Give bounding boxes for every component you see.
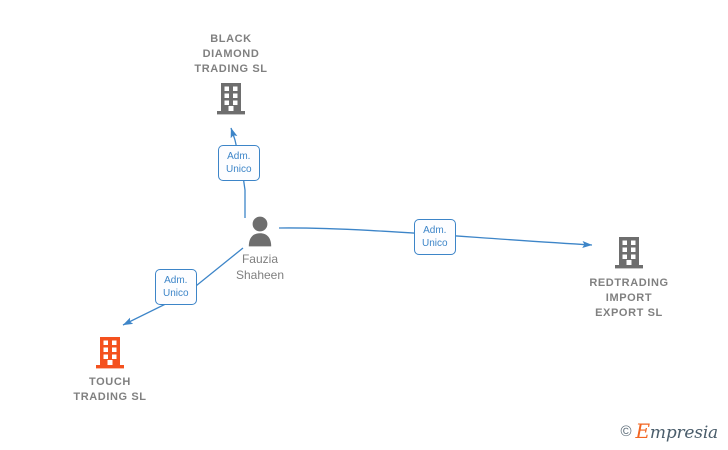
company-node-black-diamond[interactable]: BLACK DIAMOND TRADING SL — [151, 32, 311, 117]
relation-label-touch-trading[interactable]: Adm. Unico — [155, 269, 197, 305]
company-label-black-diamond: BLACK DIAMOND TRADING SL — [194, 33, 268, 75]
building-icon[interactable] — [612, 235, 646, 271]
company-label-touch-trading: TOUCH TRADING SL — [73, 376, 147, 403]
building-icon[interactable] — [214, 81, 248, 117]
person-label-fauzia-shaheen: Fauzia Shaheen — [235, 252, 285, 282]
watermark-empresia: © Empresia — [620, 421, 718, 442]
relation-label-black-diamond[interactable]: Adm. Unico — [218, 145, 260, 181]
building-icon[interactable] — [93, 335, 127, 371]
company-label-redtrading: REDTRADING IMPORT EXPORT SL — [589, 277, 669, 319]
company-node-touch-trading[interactable]: TOUCH TRADING SL — [30, 335, 190, 405]
copyright-icon: © — [620, 423, 632, 440]
brand-initial: E — [635, 419, 651, 443]
person-icon[interactable] — [244, 215, 276, 248]
relation-label-redtrading[interactable]: Adm. Unico — [414, 219, 456, 255]
brand-wordmark: Empresia — [636, 421, 719, 442]
person-node-fauzia-shaheen[interactable]: Fauzia Shaheen — [180, 215, 340, 283]
brand-rest: mpresia — [649, 423, 718, 443]
company-node-redtrading[interactable]: REDTRADING IMPORT EXPORT SL — [549, 235, 709, 321]
